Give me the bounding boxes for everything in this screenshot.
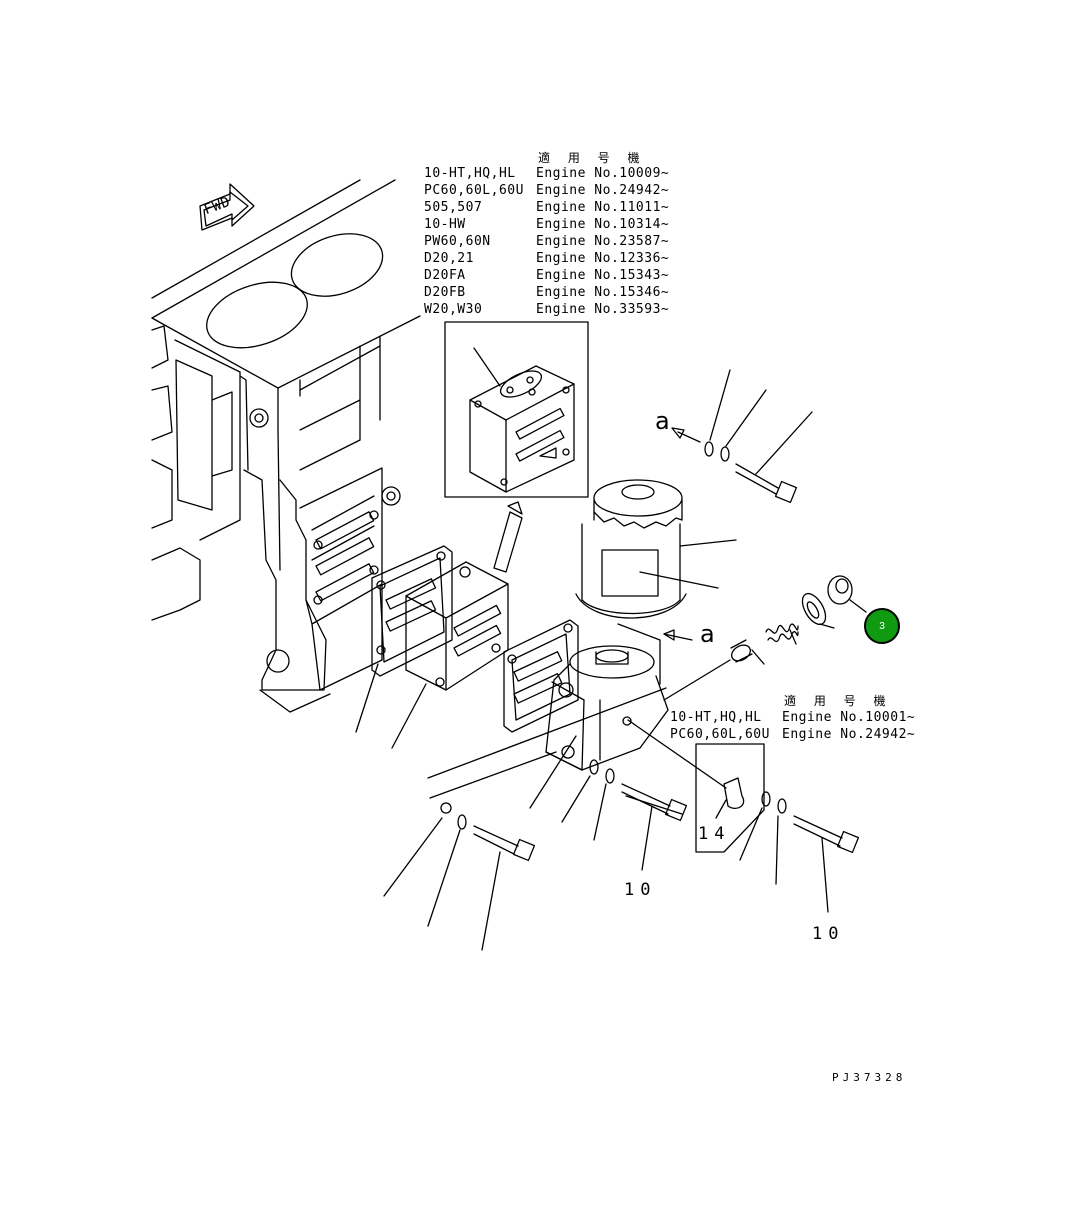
model-cell: 10-HW [424,217,466,232]
fwd-arrow-icon [199,183,255,231]
inset-detail [444,321,589,573]
engine-cell: Engine No.23587~ [536,234,670,249]
engine-block [151,179,421,713]
bolts-lower-right [739,791,860,913]
engine-cell: Engine No.24942~ [782,727,916,742]
part-ref-14: 14 [698,824,731,844]
relief-valve-parts [765,575,867,645]
view-a-label-lower: a [700,620,715,648]
bolt-shank-line [625,795,683,815]
model-cell: D20FA [424,268,466,283]
bolt-top [671,369,813,504]
bolts-lower-middle [561,759,688,871]
model-cell: PC60,60L,60U [424,183,524,198]
engine-cell: Engine No.33593~ [536,302,670,317]
cooler-cover [405,561,509,691]
model-cell: PC60,60L,60U [670,727,770,742]
engine-cell: Engine No.15346~ [536,285,670,300]
engine-cell: Engine No.11011~ [536,200,670,215]
engine-cell: Engine No.15343~ [536,268,670,283]
view-a-label-upper: a [655,407,670,435]
gasket-left [371,545,453,677]
oil-filter [575,479,737,619]
arrow-a-lower [617,623,693,685]
engine-cell: Engine No.12336~ [536,251,670,266]
bolts-lower-left [355,663,577,951]
drawing-code: PJ37328 [832,1071,907,1084]
table2-heading: 適 用 号 機 [784,694,893,708]
model-cell: 10-HT,HQ,HL [424,166,516,181]
filter-housing [427,639,765,799]
engine-cell: Engine No.10009~ [536,166,670,181]
part-callout-3[interactable]: 3 [864,608,900,644]
table1-heading: 適 用 号 機 [538,151,647,165]
model-cell: 10-HT,HQ,HL [670,710,762,725]
engine-cell: Engine No.24942~ [536,183,670,198]
engine-cell: Engine No.10001~ [782,710,916,725]
model-cell: 505,507 [424,200,483,215]
model-cell: PW60,60N [424,234,491,249]
model-cell: D20FB [424,285,466,300]
model-cell: D20,21 [424,251,474,266]
gasket-right [503,619,579,733]
part-ref-10-right: 10 [812,924,845,944]
engine-cell: Engine No.10314~ [536,217,670,232]
model-cell: W20,W30 [424,302,483,317]
part-ref-10-left: 10 [624,880,657,900]
clamp-box [695,743,765,853]
